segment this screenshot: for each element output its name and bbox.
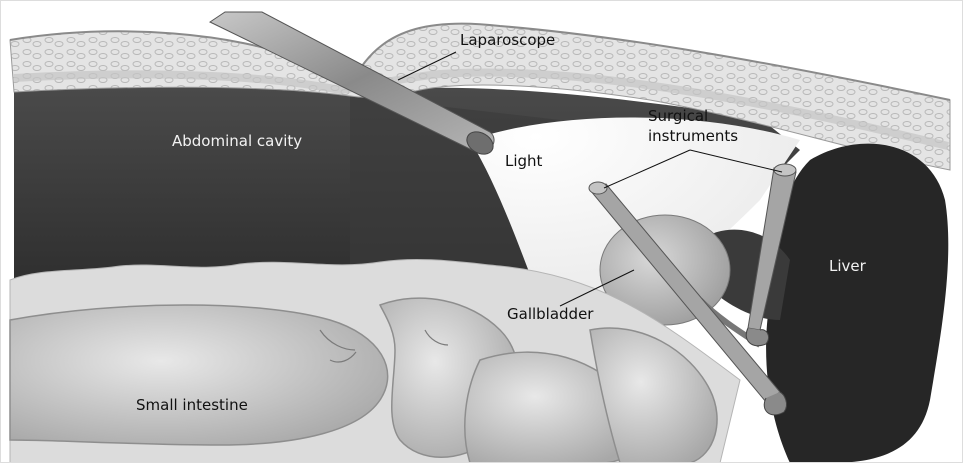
label-gallbladder: Gallbladder <box>507 305 593 323</box>
label-abdominal-cavity: Abdominal cavity <box>172 132 302 150</box>
label-small-intestine: Small intestine <box>136 396 248 414</box>
label-light: Light <box>505 152 542 170</box>
label-laparoscope: Laparoscope <box>460 31 555 49</box>
label-surgical-line1: Surgical <box>648 107 708 125</box>
liver <box>766 144 948 463</box>
label-liver: Liver <box>829 257 866 275</box>
label-surgical-instruments: Surgical instruments <box>648 106 738 146</box>
label-surgical-line2: instruments <box>648 127 738 145</box>
